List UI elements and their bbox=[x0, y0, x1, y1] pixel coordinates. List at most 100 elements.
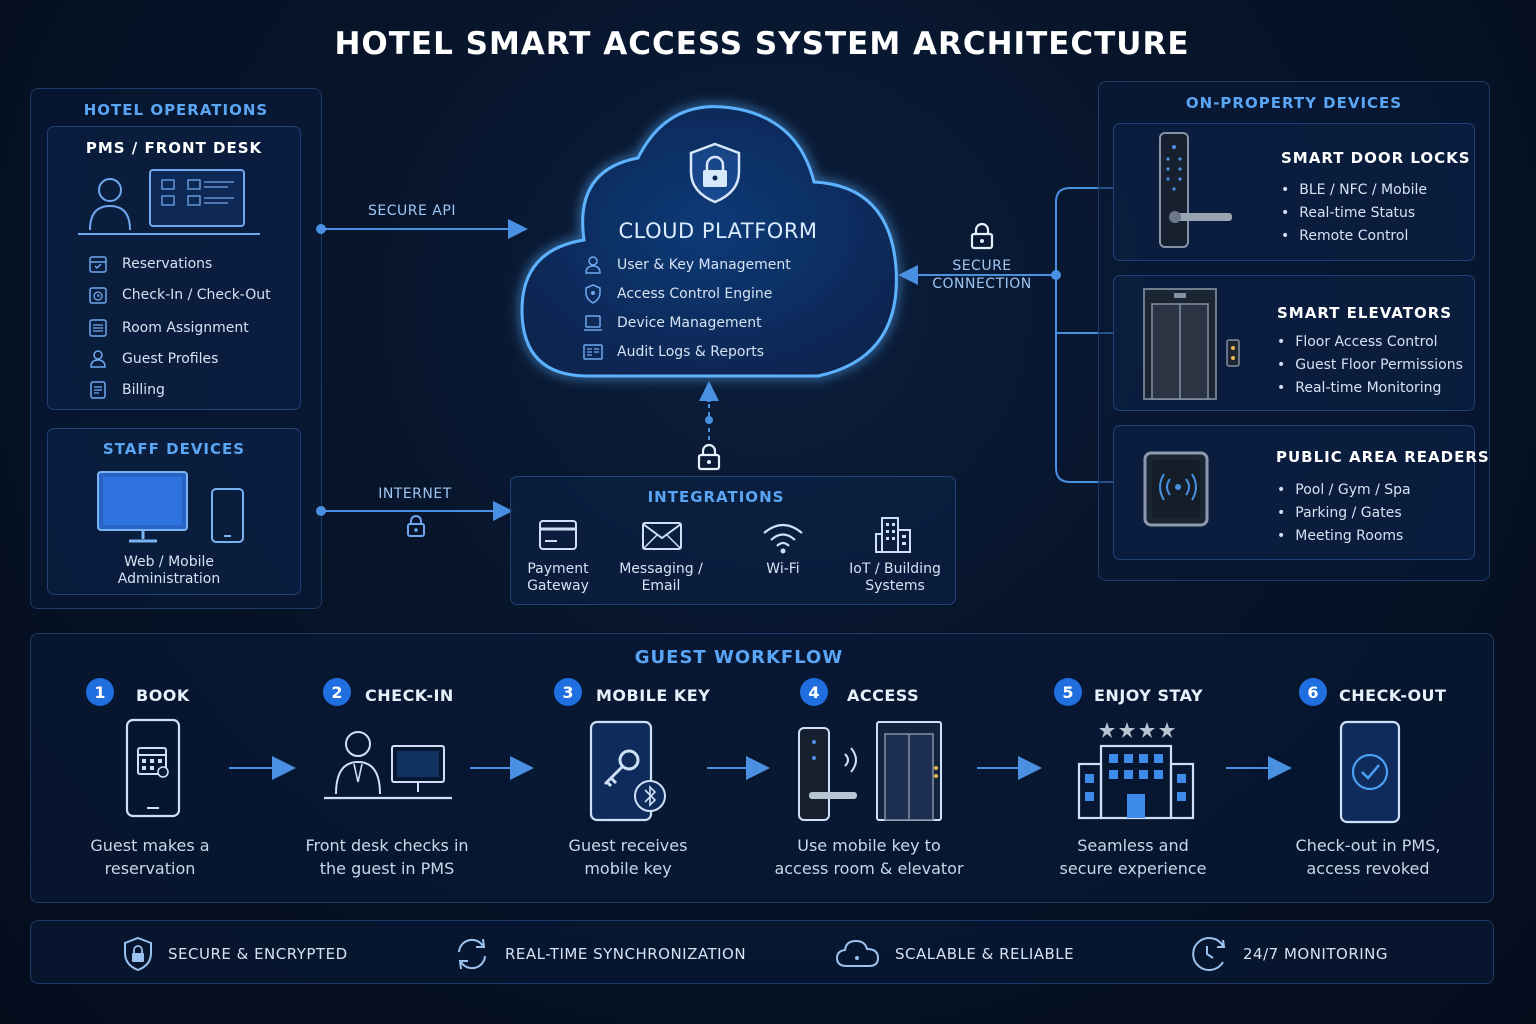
front-desk-illustration bbox=[78, 169, 260, 235]
caption-line: Check-out in PMS, bbox=[1295, 836, 1441, 855]
pms-item-reservations: Reservations bbox=[88, 254, 212, 274]
step-title: BOOK bbox=[136, 685, 190, 705]
calendar-icon bbox=[89, 256, 107, 273]
cloud-item-device-management: Device Management bbox=[583, 313, 762, 333]
step-number-badge: 2 bbox=[323, 678, 351, 706]
step-6-caption: Check-out in PMS, access revoked bbox=[1258, 834, 1478, 880]
step-number-badge: 5 bbox=[1054, 678, 1082, 706]
bullet-item: Meeting Rooms bbox=[1277, 525, 1411, 548]
padlock-icon bbox=[697, 443, 721, 471]
public-area-readers-title: PUBLIC AREA READERS bbox=[1276, 448, 1490, 466]
building-icon bbox=[875, 517, 911, 553]
phone-key-icon bbox=[589, 720, 666, 822]
desktop-monitor-icon bbox=[97, 471, 188, 543]
on-property-devices-header: ON-PROPERTY DEVICES bbox=[1185, 94, 1403, 112]
lock-and-elevator-icon bbox=[798, 721, 942, 821]
caption-line: access room & elevator bbox=[774, 859, 964, 878]
cloud-item-audit-logs: Audit Logs & Reports bbox=[583, 342, 764, 362]
secure-connection-label: SECURE CONNECTION bbox=[922, 257, 1042, 293]
footer-label: SCALABLE & RELIABLE bbox=[895, 945, 1075, 963]
report-icon bbox=[583, 344, 603, 360]
card-reader-icon bbox=[1143, 451, 1209, 527]
integration-label: Payment bbox=[527, 561, 589, 577]
integration-messaging: Messaging / Email bbox=[611, 561, 711, 595]
caption-line: access revoked bbox=[1306, 859, 1430, 878]
laptop-icon bbox=[584, 315, 602, 331]
cloud-platform-shape bbox=[520, 105, 898, 378]
envelope-icon bbox=[642, 522, 682, 550]
hotel-building-icon bbox=[1077, 722, 1195, 820]
caption-line: Guest makes a bbox=[90, 836, 210, 855]
wifi-icon bbox=[763, 523, 803, 554]
footer-bar bbox=[30, 920, 1494, 984]
hotel-operations-header: HOTEL OPERATIONS bbox=[83, 101, 269, 119]
caption-line: reservation bbox=[104, 859, 196, 878]
guest-workflow-title: GUEST WORKFLOW bbox=[634, 647, 844, 668]
pms-item-label: Room Assignment bbox=[122, 320, 249, 336]
smart-door-locks-title: SMART DOOR LOCKS bbox=[1281, 149, 1471, 167]
cloud-item-label: Audit Logs & Reports bbox=[617, 344, 764, 360]
secure-connection-line: SECURE bbox=[952, 258, 1012, 274]
secure-api-label: SECURE API bbox=[368, 203, 456, 219]
cloud-platform-title: CLOUD PLATFORM bbox=[618, 219, 818, 243]
pms-item-check-in-out: Check-In / Check-Out bbox=[88, 285, 271, 305]
caption-line: secure experience bbox=[1059, 859, 1207, 878]
bullet-item: Pool / Gym / Spa bbox=[1277, 479, 1410, 502]
smart-elevators-list: Floor Access Control Guest Floor Permiss… bbox=[1277, 331, 1463, 400]
cloud-item-label: Access Control Engine bbox=[617, 286, 773, 302]
bullet-item: Real-time Monitoring bbox=[1277, 377, 1463, 400]
step-5-caption: Seamless and secure experience bbox=[1023, 834, 1243, 880]
shield-lock-icon bbox=[689, 142, 741, 204]
staff-caption-line: Administration bbox=[117, 571, 221, 587]
bullet-item: Floor Access Control bbox=[1277, 331, 1463, 354]
integration-label: Systems bbox=[865, 578, 925, 594]
footer-scalable-reliable: SCALABLE & RELIABLE bbox=[835, 936, 1074, 972]
caption-line: Guest receives bbox=[568, 836, 688, 855]
phone-check-icon bbox=[1339, 720, 1401, 824]
step-1-header: 1 BOOK bbox=[86, 678, 190, 706]
step-number-badge: 4 bbox=[800, 678, 828, 706]
integration-payment: Payment Gateway bbox=[513, 561, 603, 595]
cloud-item-user-key: User & Key Management bbox=[583, 255, 791, 275]
step-2-header: 2 CHECK-IN bbox=[323, 678, 454, 706]
footer-realtime-sync: REAL-TIME SYNCHRONIZATION bbox=[453, 936, 746, 972]
shield-icon bbox=[585, 284, 601, 304]
footer-label: REAL-TIME SYNCHRONIZATION bbox=[505, 945, 747, 963]
step-title: ENJOY STAY bbox=[1094, 685, 1204, 705]
footer-label: 24/7 MONITORING bbox=[1243, 945, 1389, 963]
sync-icon bbox=[458, 938, 486, 970]
caption-line: Seamless and bbox=[1077, 836, 1189, 855]
integration-label: Email bbox=[641, 578, 681, 594]
integration-label: IoT / Building bbox=[849, 561, 941, 577]
step-number-badge: 3 bbox=[554, 678, 582, 706]
step-3-caption: Guest receives mobile key bbox=[518, 834, 738, 880]
public-area-readers-list: Pool / Gym / Spa Parking / Gates Meeting… bbox=[1277, 479, 1411, 548]
cloud-item-access-control: Access Control Engine bbox=[583, 284, 772, 304]
bullet-item: Parking / Gates bbox=[1277, 502, 1411, 525]
internet-label: INTERNET bbox=[378, 486, 452, 502]
step-number-badge: 1 bbox=[86, 678, 114, 706]
pms-item-billing: Billing bbox=[88, 380, 165, 400]
pms-item-room-assignment: Room Assignment bbox=[88, 318, 249, 338]
caption-line: the guest in PMS bbox=[319, 859, 455, 878]
pms-item-label: Billing bbox=[122, 382, 165, 398]
integration-iot: IoT / Building Systems bbox=[840, 561, 950, 595]
padlock-icon bbox=[970, 222, 994, 250]
monitoring-clock-icon bbox=[1192, 937, 1226, 971]
bullet-item: Guest Floor Permissions bbox=[1277, 354, 1463, 377]
staff-devices-title: STAFF DEVICES bbox=[102, 440, 246, 458]
front-desk-agent-icon bbox=[324, 731, 452, 800]
smartphone-icon bbox=[211, 488, 244, 543]
step-number-badge: 6 bbox=[1299, 678, 1327, 706]
pms-item-label: Reservations bbox=[122, 256, 213, 272]
staff-caption-line: Web / Mobile bbox=[123, 554, 215, 570]
integration-label: Wi-Fi bbox=[766, 561, 800, 577]
pms-title: PMS / FRONT DESK bbox=[85, 139, 263, 157]
step-5-header: 5 ENJOY STAY bbox=[1054, 678, 1203, 706]
phone-calendar-icon bbox=[125, 718, 181, 818]
document-icon bbox=[90, 381, 106, 399]
bullet-item: Real-time Status bbox=[1281, 202, 1427, 225]
step-4-header: 4 ACCESS bbox=[800, 678, 919, 706]
